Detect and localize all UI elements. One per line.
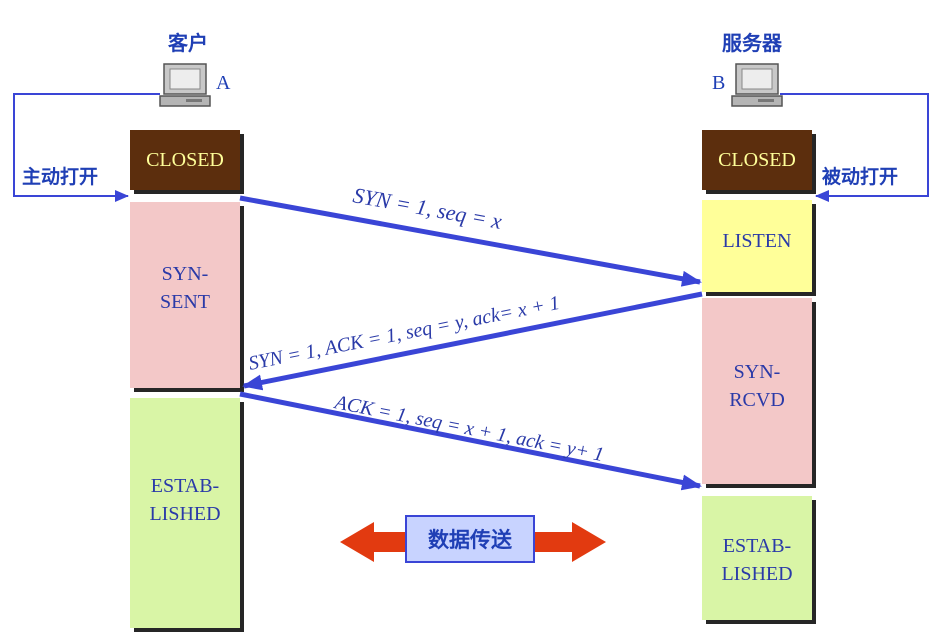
syn-arrow [239,195,702,287]
computer-icon [159,63,211,107]
server-state-established: ESTAB- LISHED [702,496,812,620]
state-label: ESTAB- [723,535,791,557]
state-label: LISHED [721,563,792,585]
server-state-listen: LISTEN [702,200,812,292]
state-label: SENT [160,291,210,313]
client-state-closed: CLOSED [130,130,240,190]
state-label: RCVD [729,389,785,411]
passive-open-arrow [780,93,929,202]
state-label: CLOSED [146,149,224,171]
client-letter: A [216,72,231,94]
state-label: LISTEN [723,230,792,252]
server-letter: B [712,72,725,94]
ack-arrow [239,391,702,491]
server-title: 服务器 [722,31,783,55]
server-state-closed: CLOSED [702,130,812,190]
syn-ack-arrow [242,291,703,391]
data-transfer-label: 数据传送 [428,528,513,552]
client-title: 客户 [167,31,208,55]
server-state-syn-rcvd: SYN- RCVD [702,298,812,484]
active-open-arrow [13,93,160,202]
state-label: SYN- [734,361,781,383]
client-state-syn-sent: SYN- SENT [130,202,240,388]
state-label: LISHED [149,503,220,525]
syn-label: SYN = 1, seq = x [351,182,504,234]
data-transfer-arrow: 数据传送 [340,515,606,563]
ack-label: ACK = 1, seq = x + 1, ack = y+ 1 [331,391,606,466]
state-label: ESTAB- [151,475,219,497]
state-label: SYN- [162,263,209,285]
client-state-established: ESTAB- LISHED [130,398,240,628]
passive-open-label: 被动打开 [822,165,898,188]
active-open-label: 主动打开 [22,165,98,188]
state-label: CLOSED [718,149,796,171]
computer-icon [731,63,783,107]
